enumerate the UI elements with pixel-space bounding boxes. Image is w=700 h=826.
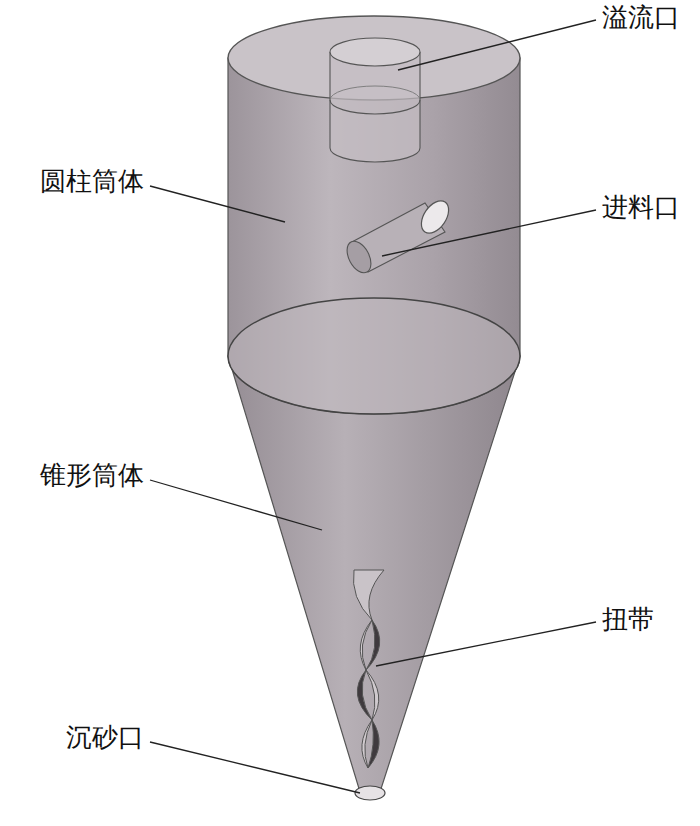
overflow-pipe-ring bbox=[330, 86, 420, 100]
part-label: 扭带 bbox=[602, 604, 654, 635]
leader-line bbox=[150, 186, 285, 222]
twisted-ribbon bbox=[353, 570, 384, 768]
overflow-pipe-ring bbox=[330, 100, 420, 114]
part-label: 锥形筒体 bbox=[40, 460, 144, 491]
feed-pipe-mouth bbox=[416, 196, 454, 238]
leader-line bbox=[150, 480, 322, 530]
part-label: 进料口 bbox=[602, 192, 680, 223]
leader-line bbox=[398, 20, 596, 70]
cone-body bbox=[228, 356, 520, 796]
part-label: 沉砂口 bbox=[66, 722, 144, 753]
leader-line bbox=[382, 210, 596, 256]
part-label: 溢流口 bbox=[602, 2, 680, 33]
cylinder-cone-joint bbox=[228, 298, 520, 414]
leader-line bbox=[376, 622, 596, 666]
feed-pipe-inner-end bbox=[342, 237, 376, 276]
leader-line bbox=[150, 742, 360, 793]
part-label: 圆柱筒体 bbox=[40, 166, 144, 197]
overflow-pipe-top bbox=[330, 38, 420, 66]
